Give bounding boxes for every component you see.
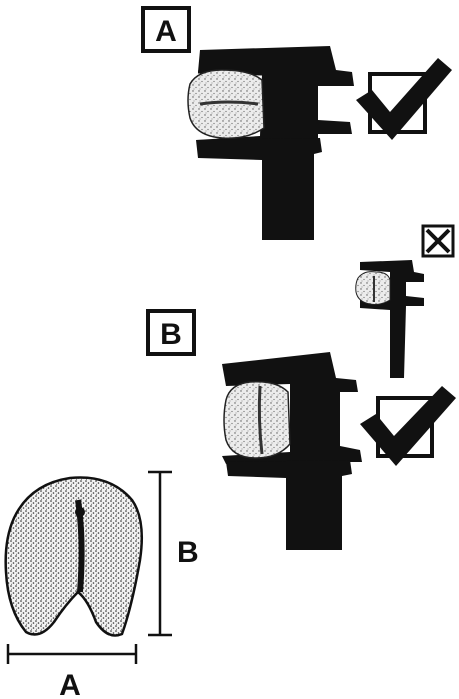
panel-b: B <box>148 311 456 550</box>
height-label: B <box>177 536 199 569</box>
panel-a-label-box: A <box>143 8 189 51</box>
panel-b-label-box: B <box>148 311 194 354</box>
checkmark-box-b-icon <box>360 386 456 466</box>
tooth-b <box>224 382 290 458</box>
height-dimension: B <box>148 472 199 635</box>
tooth-small <box>356 272 390 305</box>
x-box-icon <box>423 226 453 256</box>
panel-a: A <box>143 8 452 240</box>
width-dimension: A <box>8 644 136 699</box>
measured-tooth <box>6 477 142 635</box>
width-label: A <box>59 669 81 699</box>
panel-b-label: B <box>160 318 182 351</box>
tooth-a <box>188 70 264 138</box>
checkmark-box-icon <box>356 58 452 140</box>
incorrect-example <box>356 226 453 378</box>
panel-a-label: A <box>155 15 177 48</box>
